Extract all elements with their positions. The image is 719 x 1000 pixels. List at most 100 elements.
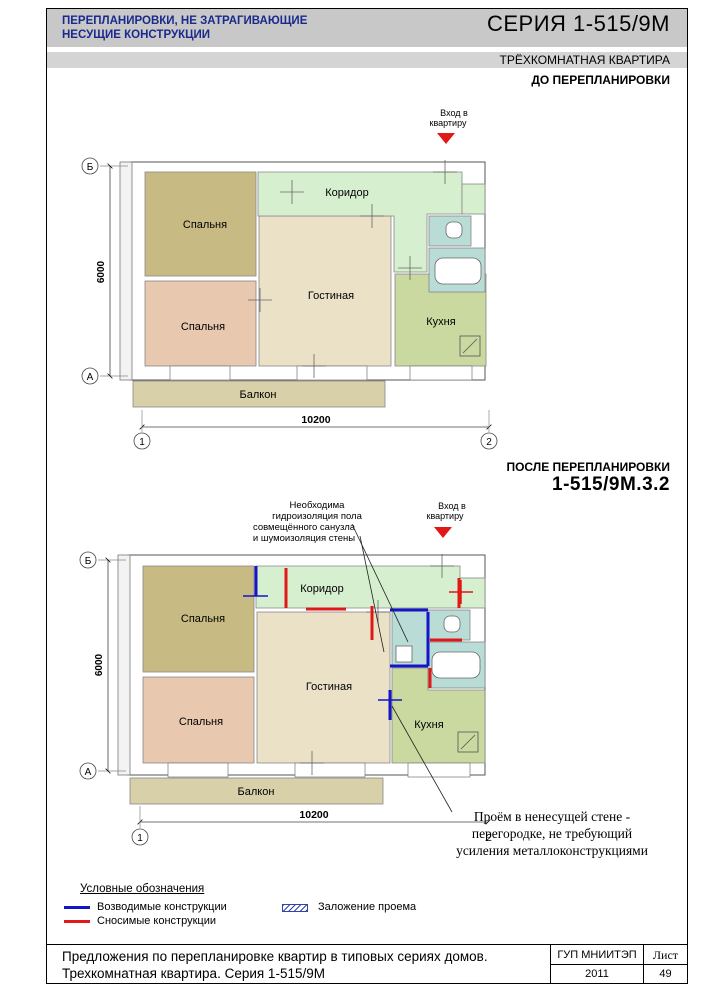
opening-note: Проём в ненесущей стене - перегородке, н… [432,808,672,859]
label-living-after: Гостиная [306,681,352,693]
apartment-band [47,52,687,68]
bedroom1-before [144,171,257,277]
axis-1-before [133,432,151,450]
hall-niche-after [459,577,486,609]
label-bedroom1-after: Спальня [181,613,225,625]
footer-sheet-number: 49 [659,968,672,980]
balcony-before [132,380,386,408]
footer-org: ГУП МНИИТЭП [557,949,637,961]
plan-before: Спальня Спальня Коридор Гостиная Кухня Б… [81,108,498,450]
label-bedroom1-before: Спальня [183,219,227,231]
note-line1: Необходима [290,500,346,511]
legend-erected-swatch [64,906,90,909]
opening-leader [391,705,453,813]
axis-a-before [81,367,99,385]
window-living-after [294,762,366,778]
header-title-line1: ПЕРЕПЛАНИРОВКИ, НЕ ЗАТРАГИВАЮЩИЕ [62,15,308,27]
legend-filling-label: Заложение проема [318,901,417,913]
label-balcony-after: Балкон [238,786,275,798]
toilet-before [445,221,463,239]
footer-line1: Предложения по перепланировке квартир в … [62,949,488,964]
note-line3: совмещённого санузла [253,522,356,533]
header-bar [47,9,687,47]
label-bedroom2-after: Спальня [179,716,223,728]
sheet-frame [46,8,688,984]
label-living-before: Гостиная [308,290,354,302]
opening-note-line2: перегородке, не требующий [471,826,633,841]
axis-1-label-after: 1 [137,833,143,844]
stove-before [459,335,481,357]
legend-removed-swatch [64,920,90,923]
axis-a-label-after: А [85,767,92,778]
footer-year: 2011 [585,968,609,980]
legend-title: Условные обозначения [80,883,205,895]
label-balcony-before: Балкон [240,389,277,401]
footer-description: Предложения по перепланировке квартир в … [62,948,488,982]
note-line4: и шумоизоляция стены [253,533,355,544]
plan-code: 1-515/9М.3.2 [552,474,670,495]
legend-filling-swatch [282,904,308,912]
entrance-label-before-1: Вход в [440,108,468,118]
label-kitchen-after: Кухня [414,719,443,731]
window-kitchen-after [407,762,471,778]
bedroom2-before [144,280,257,367]
stove-after [457,731,479,753]
living-after [256,611,391,764]
bathtub-after [431,651,481,679]
opening-note-line3: усиления металлоконструкциями [456,843,648,858]
axis-1-label-before: 1 [139,437,145,448]
removed-walls [284,568,473,688]
window-bedroom-after [167,762,229,778]
footer-line2: Трехкомнатная квартира. Серия 1-515/9М [62,966,325,981]
axis-a-label-before: А [87,372,94,383]
dim-vertical-after: 6000 [94,653,105,676]
bedroom2-after [142,676,255,764]
series-title: СЕРИЯ 1-515/9М [487,11,670,36]
plan-after: Спальня Спальня Коридор Гостиная Кухня Б… [79,500,492,846]
footer-divider [47,944,687,945]
window-living-before [296,365,368,381]
erected-walls [243,566,430,720]
footer-sheet-label: Лист [652,948,679,962]
opening-note-line1: Проём в ненесущей стене - [473,809,631,824]
bedroom1-after [142,565,255,673]
axis-a-after [79,762,97,780]
label-corridor-before: Коридор [325,187,368,199]
axis-b-label-before: Б [87,162,94,173]
dim-horizontal-after: 10200 [299,809,328,821]
dim-vertical-before: 6000 [96,260,107,283]
axis-2-label-after: 2 [486,833,492,844]
note-leader-2 [359,535,385,653]
caption-before: ДО ПЕРЕПЛАНИРОВКИ [531,73,670,87]
entrance-label-before-2: квартиру [430,118,467,128]
hall-niche-before [461,183,486,215]
sink-after [395,645,413,663]
legend-removed-label: Сносимые конструкции [97,915,216,927]
left-wall-before [119,161,133,381]
dim-horizontal-before: 10200 [301,414,330,426]
entrance-arrow-before [437,133,455,144]
label-kitchen-before: Кухня [426,316,455,328]
window-bedroom-before [169,365,231,381]
window-kitchen-before [409,365,473,381]
entrance-arrow-after [434,527,452,538]
axis-b-before [81,157,99,175]
balcony-after [129,777,384,805]
note-line2: гидроизоляция пола [272,511,362,522]
axis-b-label-after: Б [85,556,92,567]
header-title: ПЕРЕПЛАНИРОВКИ, НЕ ЗАТРАГИВАЮЩИЕ НЕСУЩИЕ… [62,14,307,42]
axis-b-after [79,551,97,569]
label-corridor-after: Коридор [300,583,343,595]
legend-erected-label: Возводимые конструкции [97,901,227,913]
entrance-label-after-2: квартиру [427,511,464,521]
header-title-line2: НЕСУЩИЕ КОНСТРУКЦИИ [62,29,211,41]
footer-cell-divider [550,964,687,965]
bathtub-before [434,257,482,285]
axis-2-label-before: 2 [486,437,492,448]
axis-2-before [480,432,498,450]
toilet-after [443,615,461,633]
left-wall-after [117,554,131,776]
entrance-label-after-1: Вход в [438,501,466,511]
apartment-type: ТРЁХКОМНАТНАЯ КВАРТИРА [499,53,671,67]
